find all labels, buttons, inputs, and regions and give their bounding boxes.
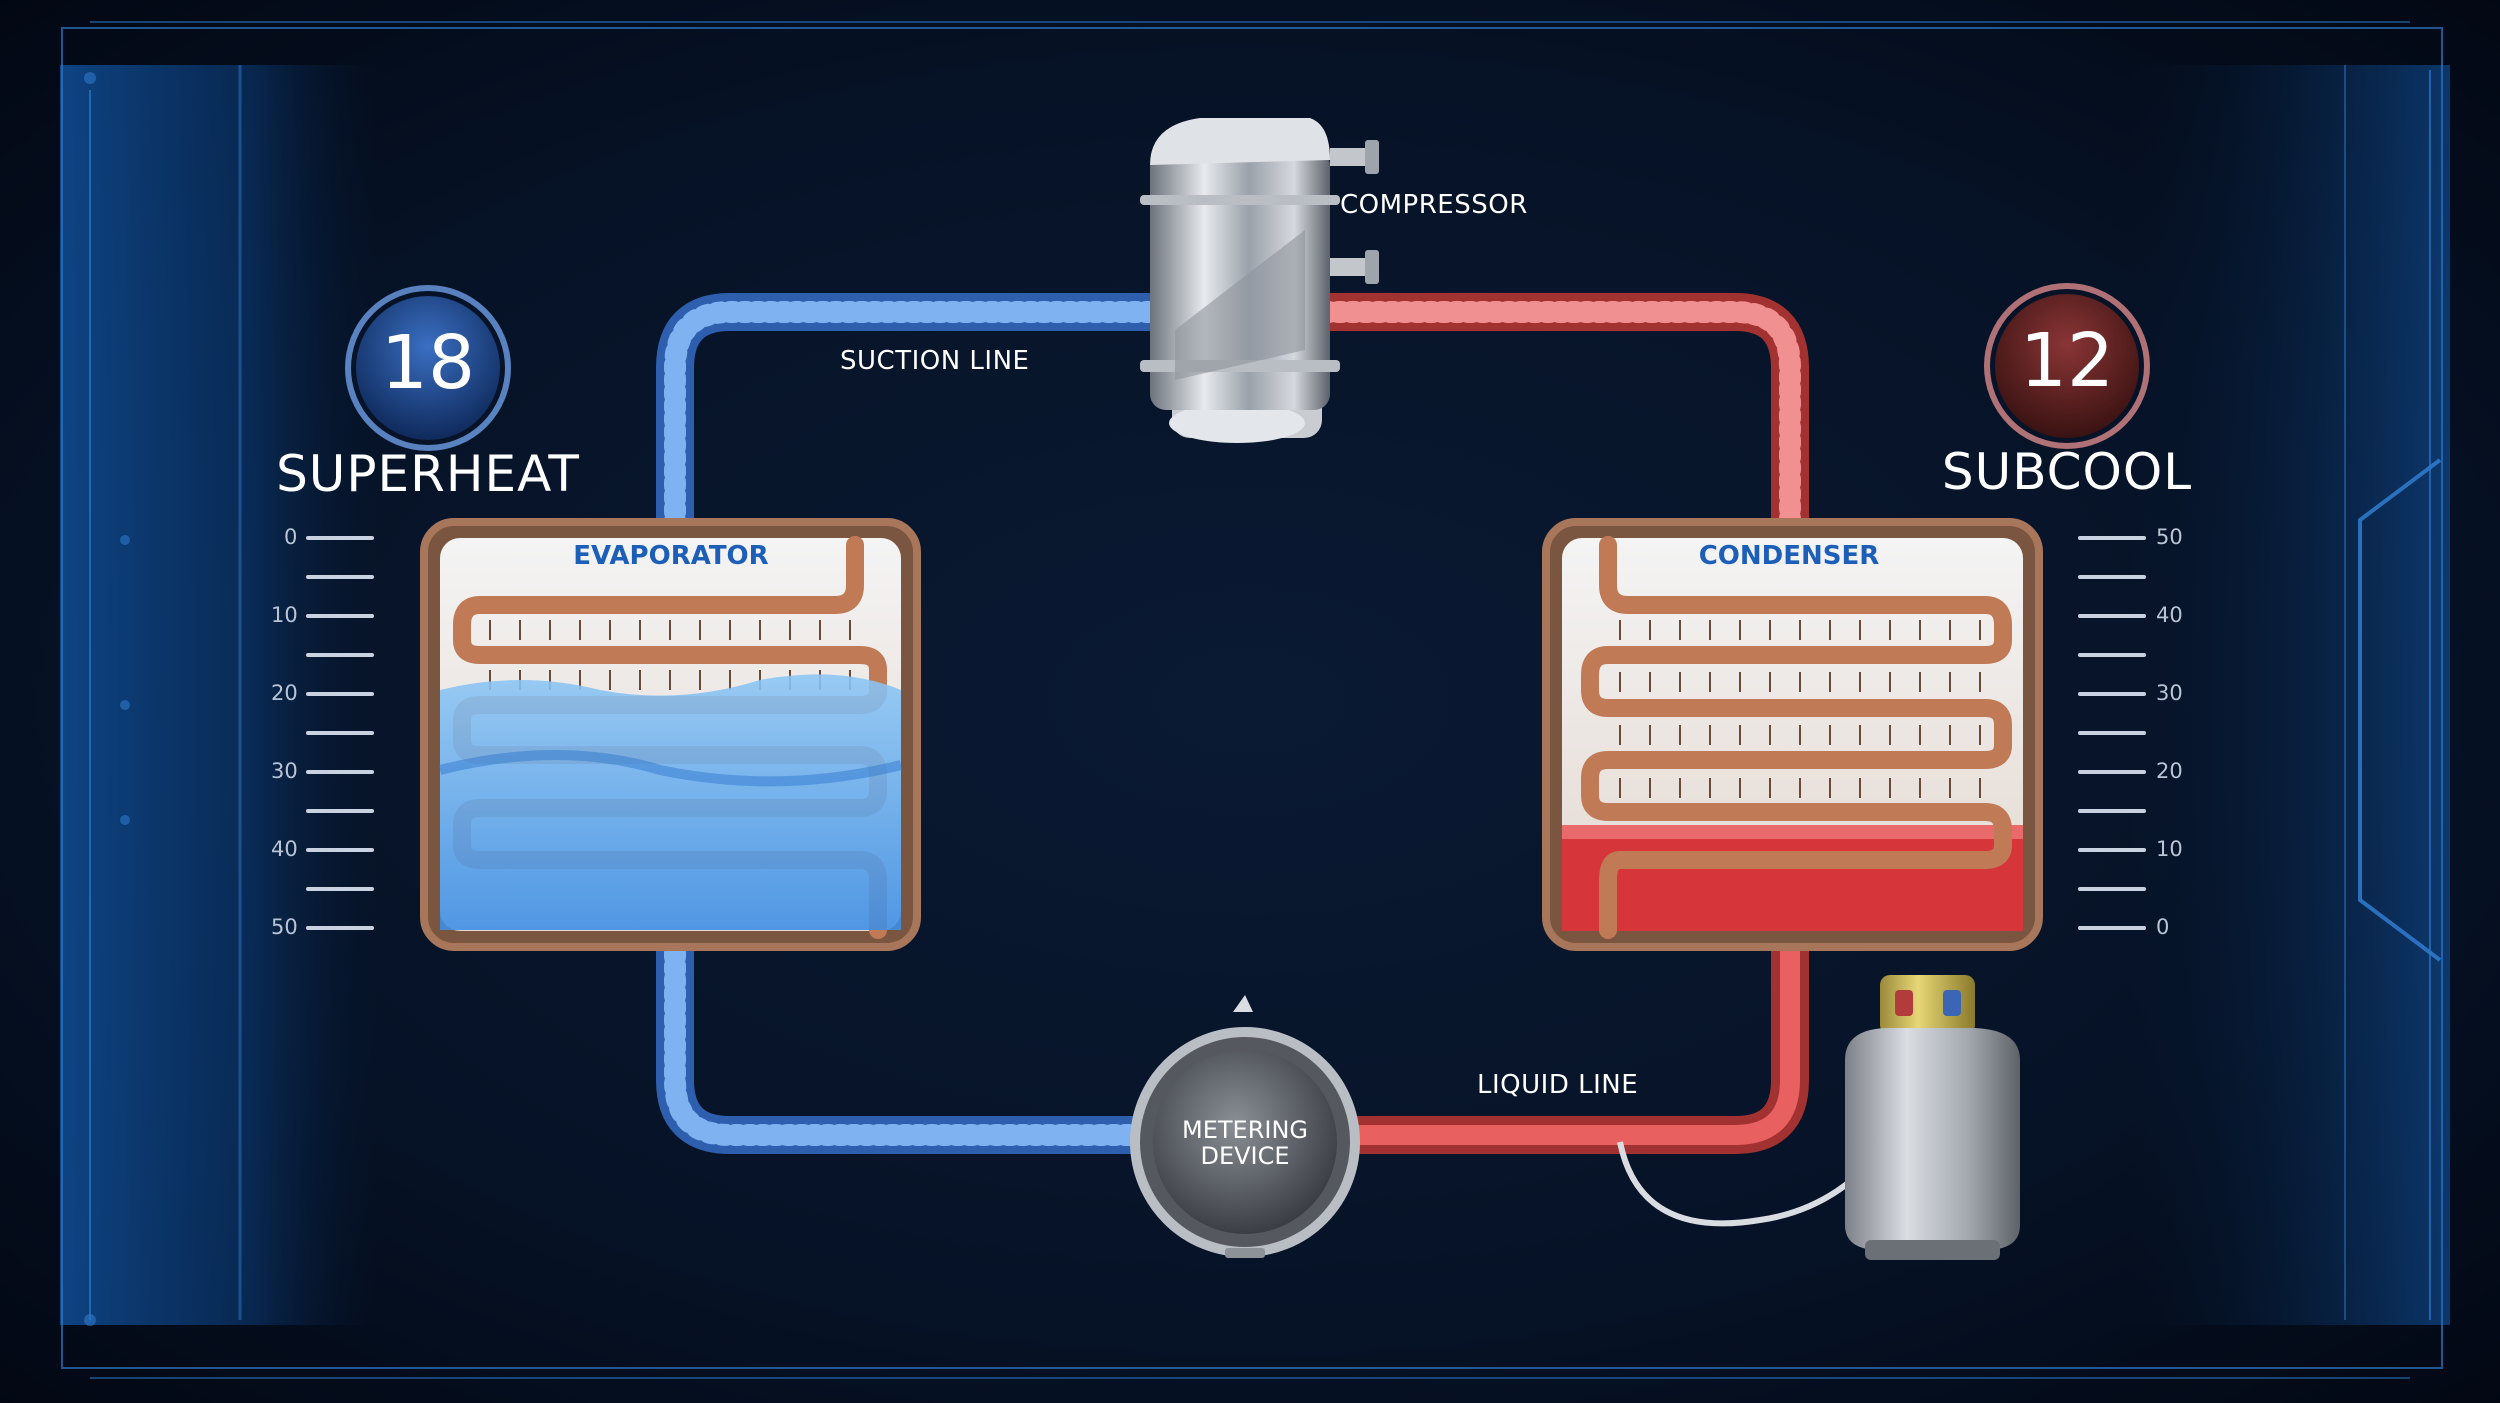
superheat-title: SUPERHEAT <box>276 445 580 503</box>
subcool-tick-label: 50 <box>2156 525 2183 549</box>
hud-dots <box>84 72 130 1326</box>
metering-device-label-line2: DEVICE <box>1200 1142 1290 1170</box>
metering-device-label: METERING DEVICE <box>1165 1117 1325 1169</box>
subcool-value: 12 <box>2019 318 2115 404</box>
subcool-tick-label: 0 <box>2156 915 2170 939</box>
liquid-line-label: LIQUID LINE <box>1477 1070 1639 1100</box>
condenser-unit <box>1542 518 2043 951</box>
evaporator-label: EVAPORATOR <box>573 541 769 571</box>
subcool-tick-label: 40 <box>2156 603 2183 627</box>
subcool-scale-ticks <box>2078 536 2146 930</box>
subcool-tick-label: 10 <box>2156 837 2183 861</box>
superheat-tick-label: 10 <box>271 603 298 627</box>
compressor-icon <box>1140 118 1379 443</box>
superheat-value: 18 <box>380 320 476 406</box>
superheat-tick-label: 0 <box>284 525 298 549</box>
superheat-scale-ticks <box>306 536 374 930</box>
subcool-tick-label: 30 <box>2156 681 2183 705</box>
superheat-tick-label: 30 <box>271 759 298 783</box>
subcool-tick-label: 20 <box>2156 759 2183 783</box>
superheat-gauge <box>345 285 511 451</box>
superheat-tick-label: 20 <box>271 681 298 705</box>
compressor-label: COMPRESSOR <box>1340 190 1528 220</box>
subcool-title: SUBCOOL <box>1941 443 2193 501</box>
hud-frame <box>61 21 2443 1379</box>
superheat-tick-label: 40 <box>271 837 298 861</box>
superheat-tick-label: 50 <box>271 915 298 939</box>
right-glow-panel <box>2130 65 2450 1325</box>
metering-device-icon <box>1130 995 1360 1258</box>
metering-device-label-line1: METERING <box>1182 1116 1308 1144</box>
evaporator-unit <box>420 518 921 951</box>
suction-line-label: SUCTION LINE <box>840 346 1030 376</box>
refrigerant-loop <box>656 293 1809 1154</box>
condenser-label: CONDENSER <box>1698 541 1880 571</box>
refrigerant-tank-icon <box>1617 975 2020 1260</box>
subcool-gauge <box>1984 283 2150 449</box>
